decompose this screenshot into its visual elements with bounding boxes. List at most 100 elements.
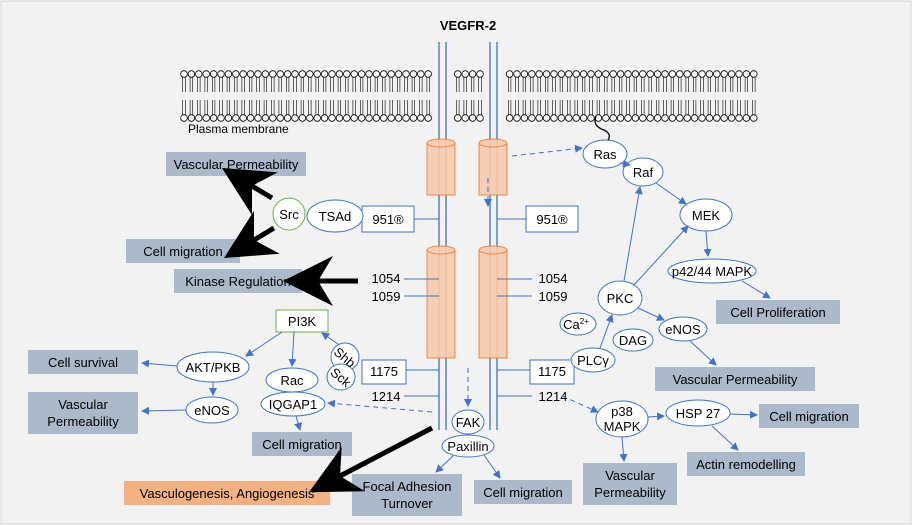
lipid-head: [335, 70, 344, 78]
lipid-head: [372, 70, 381, 78]
node-hsp27-shape: [665, 399, 731, 427]
outcome-boxes: [28, 152, 859, 516]
outcome-vascular-permeability-p38-line2: Permeability: [594, 485, 666, 500]
lipid-head: [476, 70, 484, 78]
residue-connectors: [404, 218, 532, 397]
lipid-head: [676, 114, 684, 122]
lipid-head: [202, 70, 210, 78]
arrow-enos-permeability: [689, 340, 717, 366]
lipid-head: [180, 114, 188, 122]
lipid-head: [387, 114, 395, 122]
node-p4244: p42/44 MAPK: [672, 264, 753, 279]
node-p4244-shape: [667, 258, 757, 284]
outcome-actin-remodelling-box: [687, 452, 805, 476]
node-raf-shape: [622, 157, 664, 187]
arrow-hsp27-migration: [729, 410, 758, 419]
lipid-head: [187, 114, 196, 122]
residue-1175-left-box: [361, 359, 407, 385]
lipid-head: [269, 70, 277, 78]
lipid-head: [565, 70, 573, 78]
lipid-head: [639, 114, 647, 122]
node-ca-shape: [559, 312, 597, 336]
receptor-chains: [438, 42, 498, 430]
lipid-head: [365, 114, 373, 122]
lipid-head: [579, 70, 588, 78]
lipid-head: [750, 114, 758, 122]
residue-1214-left: 1214: [372, 389, 401, 404]
lipid-head: [454, 70, 462, 78]
arrow-paxillin-focal: [435, 454, 455, 473]
node-ras-shape: [582, 139, 628, 169]
lipid-head: [513, 114, 521, 122]
lipid-head: [572, 70, 580, 78]
outcome-vascular-permeability-enos-box: [655, 367, 815, 391]
lipid-head: [735, 114, 743, 122]
lipid-head: [646, 114, 654, 122]
lipid-head: [587, 114, 595, 122]
lipid-head: [505, 70, 514, 78]
lipid-head: [424, 114, 432, 122]
lipid-head: [343, 70, 351, 78]
lipid-head: [313, 70, 321, 78]
arrow-p4244-proliferation: [741, 280, 771, 299]
lipid-head: [727, 70, 736, 78]
node-raf: Raf: [633, 165, 654, 180]
lipid-head: [380, 70, 388, 78]
lipid-head: [180, 70, 188, 78]
arrow-pi3k-rac: [288, 331, 297, 367]
node-sck-shape: [326, 363, 356, 391]
lipid-head: [631, 70, 640, 78]
lipid-head: [402, 70, 410, 78]
residue-951-right: 951®: [536, 212, 568, 227]
lipid-head: [476, 114, 484, 122]
node-fak-shape: [451, 409, 485, 435]
lipid-head: [609, 114, 617, 122]
residue-1059-left: 1059: [372, 289, 401, 304]
helix-kinase-left: [426, 249, 456, 359]
lipid-head: [217, 70, 225, 78]
outcome-focal-adhesion-line1: Focal Adhesion: [363, 479, 452, 494]
node-src: Src: [279, 207, 299, 222]
outcome-cell-proliferation-box: [716, 300, 840, 324]
residue-1059-right: 1059: [539, 289, 568, 304]
outcome-cell-migration-iqgap: Cell migration: [262, 437, 341, 452]
lipid-head: [424, 70, 432, 78]
residue-1054-right: 1054: [539, 271, 568, 286]
lipid-head: [276, 114, 284, 122]
lipid-head: [572, 114, 580, 122]
lipid-head: [357, 114, 366, 122]
lipid-head: [542, 114, 551, 122]
arrow-hsp27-actin: [711, 425, 739, 451]
lipid-head: [454, 114, 462, 122]
lipid-head: [624, 70, 632, 78]
outcome-vascular-permeability-left-box: [28, 392, 138, 434]
lipid-head: [276, 70, 284, 78]
residue-1175-right-box: [529, 359, 575, 385]
node-p38-line2: MAPK: [604, 419, 641, 434]
lipid-head: [646, 70, 654, 78]
outcome-actin-remodelling: Actin remodelling: [696, 457, 796, 472]
node-enos-right-shape: [658, 316, 708, 342]
outcome-cell-migration-src-box: [126, 239, 240, 263]
arrow-src-permeability-bold: [221, 167, 278, 216]
lipid-head: [705, 70, 714, 78]
node-tsad-shape: [306, 199, 364, 233]
lipid-head: [387, 70, 395, 78]
lipid-head: [602, 114, 610, 122]
lipid-head: [535, 114, 543, 122]
lipid-head: [557, 70, 566, 78]
node-paxillin: Paxillin: [447, 439, 488, 454]
lipid-head: [187, 70, 196, 78]
node-dag: DAG: [619, 333, 647, 348]
outcome-cell-migration-src: Cell migration: [143, 244, 222, 259]
lipid-head: [298, 70, 307, 78]
plasma-membrane: [180, 70, 758, 122]
arrow-src-migration-bold: [223, 210, 280, 259]
arrow-p38-hsp27: [647, 412, 665, 421]
node-rac: Rac: [280, 373, 304, 388]
lipid-head: [283, 114, 292, 122]
arrow-akt-survival: [141, 359, 178, 368]
lipid-head: [557, 114, 566, 122]
lipid-head: [520, 70, 529, 78]
